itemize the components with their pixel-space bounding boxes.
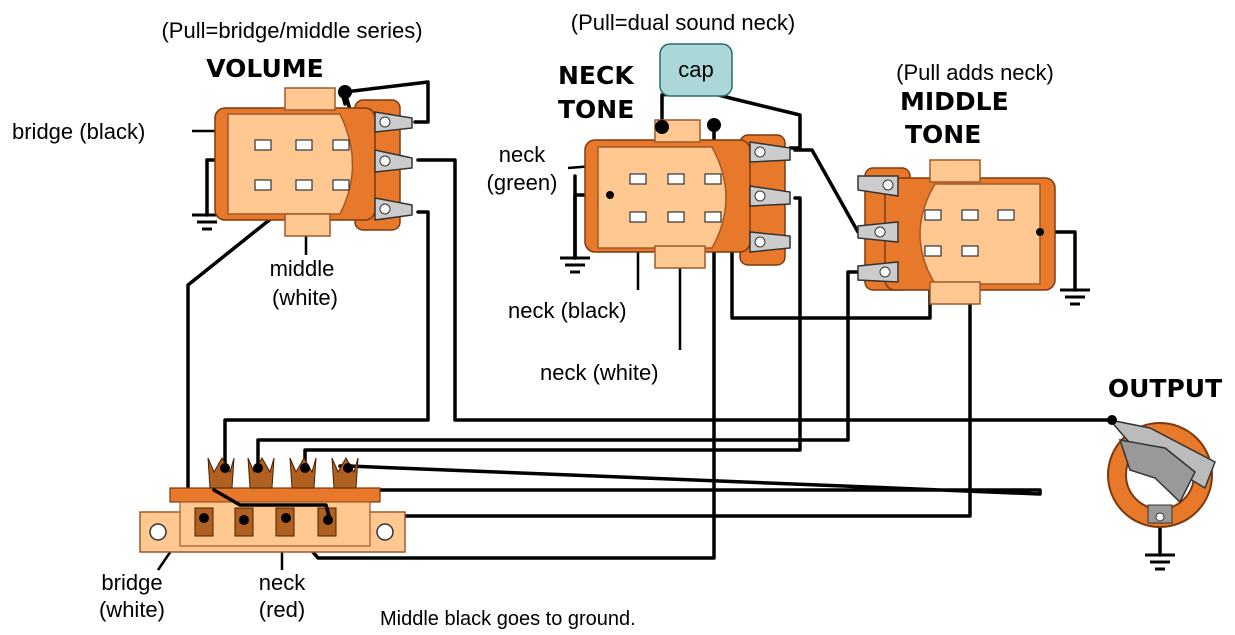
label-middle: middle — [270, 256, 335, 281]
label-switch-neck: neck — [259, 570, 306, 595]
label-switch-bridge: bridge — [101, 570, 162, 595]
middle-tone-pot — [857, 159, 1056, 305]
ground-symbol-neck-tone — [560, 256, 590, 274]
labels: (Pull=bridge/middle series) VOLUME bridg… — [12, 10, 1222, 630]
footnote: Middle black goes to ground. — [380, 608, 636, 630]
neck-tone-pot — [584, 118, 791, 269]
label-neck-black: neck (black) — [508, 298, 627, 323]
middle-tone-switch-pads — [924, 209, 1015, 257]
pickup-selector-switch — [139, 456, 406, 553]
label-switch-bridge-white: (white) — [99, 597, 165, 622]
volume-lugs — [374, 111, 413, 221]
label-switch-neck-red: (red) — [259, 597, 305, 622]
ground-symbol-output — [1145, 553, 1175, 571]
volume-pot — [214, 85, 413, 237]
neck-tone-lugs — [749, 141, 791, 253]
wires — [186, 80, 1162, 560]
label-neck-white: neck (white) — [540, 360, 659, 385]
middle-tone-title-2: TONE — [905, 120, 981, 149]
middle-tone-note: (Pull adds neck) — [896, 60, 1054, 85]
output-title: OUTPUT — [1108, 374, 1222, 403]
cap-label: cap — [678, 57, 713, 82]
volume-title: VOLUME — [206, 54, 323, 83]
ground-symbol-middle-tone — [1060, 288, 1090, 306]
neck-tone-note: (Pull=dual sound neck) — [571, 10, 795, 35]
label-bridge-black: bridge (black) — [12, 119, 145, 144]
middle-tone-title-1: MIDDLE — [900, 87, 1009, 116]
capacitor: cap — [659, 43, 733, 97]
label-neck: neck — [499, 142, 546, 167]
label-neck-green: (green) — [487, 170, 558, 195]
volume-note: (Pull=bridge/middle series) — [161, 18, 422, 43]
volume-switch-pads — [254, 139, 350, 191]
neck-tone-switch-pads — [629, 173, 722, 223]
switch-top-lugs — [207, 456, 359, 489]
neck-tone-title-1: NECK — [558, 61, 635, 90]
label-middle-white: (white) — [272, 285, 338, 310]
neck-tone-title-2: TONE — [558, 95, 634, 124]
middle-tone-lugs — [857, 175, 899, 283]
output-jack — [1107, 415, 1216, 528]
